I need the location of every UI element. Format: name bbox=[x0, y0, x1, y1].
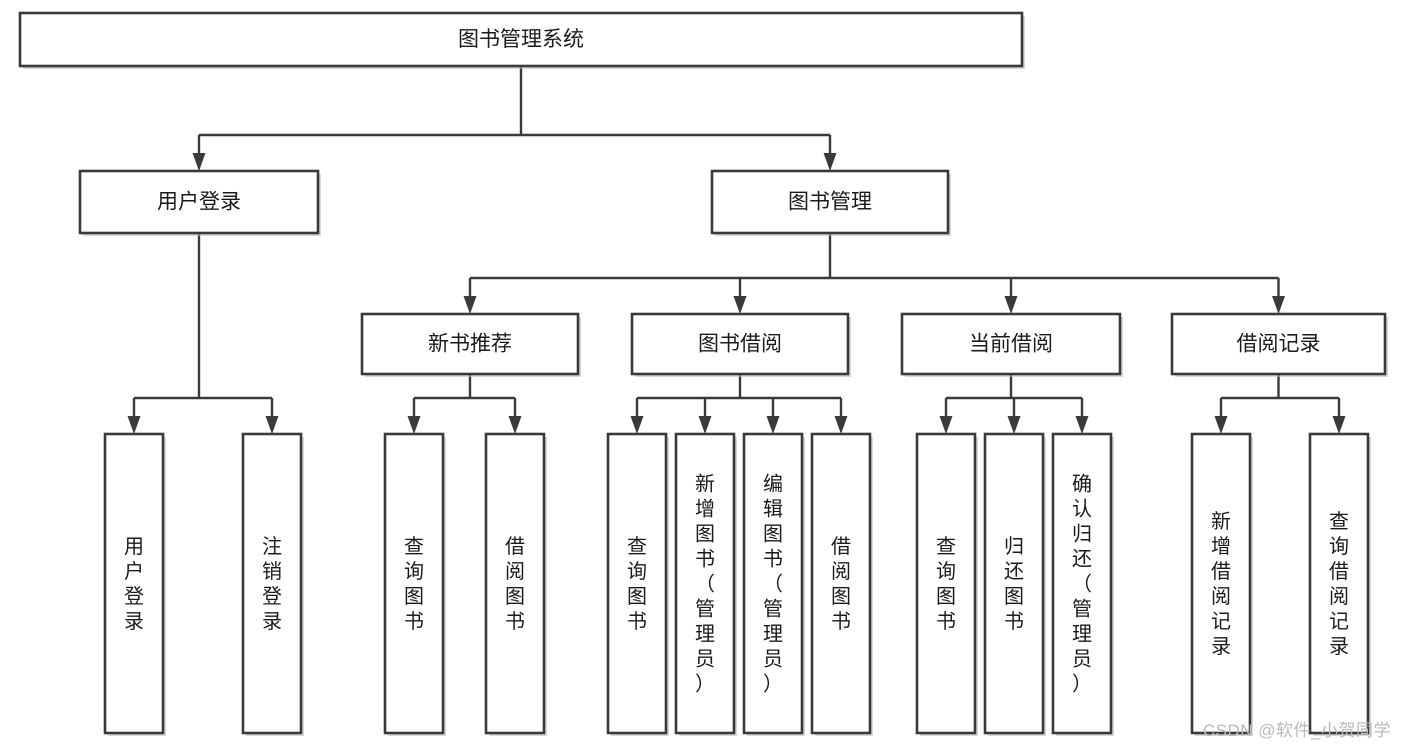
leaf-node-leaf-add-book-box[interactable] bbox=[674, 432, 736, 735]
level3-node-new-book-recommend-box[interactable] bbox=[360, 312, 580, 376]
arrow-head-icon bbox=[1075, 416, 1089, 434]
arrow-head-icon bbox=[823, 153, 837, 171]
arrow-head-icon bbox=[1004, 296, 1018, 314]
arrow-head-icon bbox=[766, 416, 780, 434]
level2-node-book-management-box[interactable] bbox=[710, 169, 950, 235]
arrow-head-icon bbox=[192, 153, 206, 171]
leaf-node-leaf-borrow-book-recommend-label: 借阅图书 bbox=[505, 535, 525, 633]
level2-node-book-management-label: 图书管理 bbox=[788, 191, 872, 214]
arrow-head-icon bbox=[407, 416, 421, 434]
level3-node-borrow-record-box[interactable] bbox=[1170, 312, 1387, 376]
leaf-node-leaf-logout-box[interactable] bbox=[241, 432, 303, 735]
arrow-head-icon bbox=[733, 296, 747, 314]
leaf-node-leaf-confirm-return-box[interactable] bbox=[1051, 432, 1113, 735]
leaf-node-leaf-borrow-book-recommend-box[interactable] bbox=[484, 432, 546, 735]
arrow-head-icon bbox=[1272, 296, 1285, 314]
level2-node-user-login-box[interactable] bbox=[78, 169, 320, 235]
root-node-label: 图书管理系统 bbox=[458, 28, 584, 51]
arrow-head-icon bbox=[698, 416, 712, 434]
leaf-node-leaf-query-book-borrow-box[interactable] bbox=[606, 432, 668, 735]
watermark-label: CSDN @软件_小贺同学 bbox=[1202, 721, 1391, 740]
leaf-node-leaf-borrow-book-box[interactable] bbox=[810, 432, 872, 735]
arrow-head-icon bbox=[630, 416, 644, 434]
leaf-node-leaf-edit-book-label: 编辑图书（管理员） bbox=[763, 473, 783, 696]
leaf-node-leaf-add-borrow-record-label: 新增借阅记录 bbox=[1211, 510, 1231, 658]
leaf-node-leaf-borrow-book-label: 借阅图书 bbox=[831, 535, 851, 633]
leaf-node-leaf-return-book-label: 归还图书 bbox=[1004, 535, 1024, 633]
level3-node-current-borrow-label: 当前借阅 bbox=[969, 333, 1053, 356]
leaf-node-leaf-user-login-box[interactable] bbox=[103, 432, 165, 735]
leaf-node-leaf-user-login-label: 用户登录 bbox=[124, 536, 144, 633]
leaf-node-leaf-query-book-borrow-label: 查询图书 bbox=[627, 535, 647, 633]
leaf-node-leaf-confirm-return-label: 确认归还（管理员） bbox=[1072, 473, 1092, 696]
connector-layer bbox=[127, 66, 1346, 434]
arrow-head-icon bbox=[127, 416, 141, 434]
leaf-node-leaf-add-borrow-record-box[interactable] bbox=[1190, 432, 1252, 735]
leaf-node-leaf-query-book-current-box[interactable] bbox=[915, 432, 977, 735]
arrow-head-icon bbox=[1214, 416, 1228, 434]
leaf-node-leaf-query-book-recommend-label: 查询图书 bbox=[404, 535, 424, 633]
arrow-head-icon bbox=[1332, 416, 1346, 434]
level3-node-current-borrow-box[interactable] bbox=[900, 312, 1122, 376]
arrow-head-icon bbox=[508, 416, 522, 434]
arrow-head-icon bbox=[939, 416, 953, 434]
leaf-node-leaf-logout-label: 注销登录 bbox=[262, 535, 282, 633]
level2-node-user-login-label: 用户登录 bbox=[157, 191, 241, 214]
node-layer: 图书管理系统用户登录图书管理新书推荐图书借阅当前借阅借阅记录用户登录注销登录查询… bbox=[18, 11, 1388, 736]
leaf-node-leaf-query-book-current-label: 查询图书 bbox=[936, 535, 956, 633]
leaf-node-leaf-query-borrow-record-label: 查询借阅记录 bbox=[1329, 510, 1349, 658]
leaf-node-leaf-query-book-recommend-box[interactable] bbox=[383, 432, 445, 735]
root-node-box[interactable] bbox=[18, 11, 1024, 68]
leaf-node-leaf-query-borrow-record-box[interactable] bbox=[1308, 432, 1370, 735]
level3-node-new-book-recommend-label: 新书推荐 bbox=[428, 333, 512, 356]
arrow-head-icon bbox=[265, 416, 279, 434]
level3-node-borrow-record-label: 借阅记录 bbox=[1237, 333, 1321, 356]
leaf-node-leaf-edit-book-box[interactable] bbox=[742, 432, 804, 735]
arrow-head-icon bbox=[1007, 416, 1021, 434]
level3-node-book-borrow-box[interactable] bbox=[630, 312, 850, 376]
arrow-head-icon bbox=[463, 296, 477, 314]
leaf-node-leaf-add-book-label: 新增图书（管理员） bbox=[695, 473, 715, 696]
level3-node-book-borrow-label: 图书借阅 bbox=[698, 333, 782, 356]
arrow-head-icon bbox=[834, 416, 848, 434]
leaf-node-leaf-return-book-box[interactable] bbox=[983, 432, 1045, 735]
